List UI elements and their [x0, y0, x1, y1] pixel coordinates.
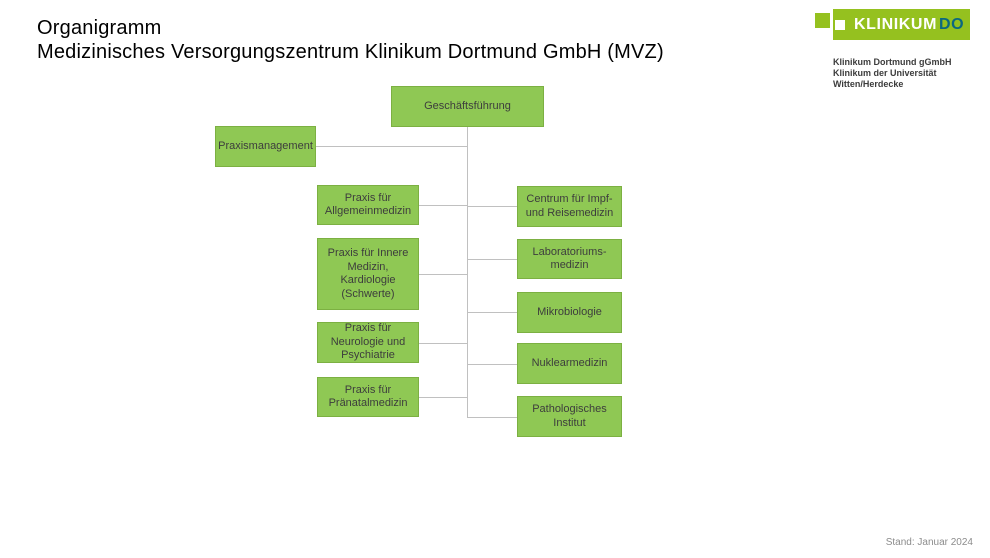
title-line-1: Organigramm [37, 17, 162, 39]
org-box-neurologie-psychiatrie: Praxis für Neurologie und Psychiatrie [317, 322, 419, 363]
connector-praxismanagement [316, 146, 467, 147]
org-box-mikrobiologie: Mikrobiologie [517, 292, 622, 333]
org-box-pathologisches-institut: Pathologisches Institut [517, 396, 622, 437]
connector-neurologie [419, 343, 467, 344]
logo-brand-main: KLINIKUM [854, 15, 938, 33]
logo-brand-suffix: DO [939, 15, 965, 33]
logo-subtitle-line-1: Klinikum Dortmund gGmbH [833, 57, 952, 67]
connector-nuklearmedizin [467, 364, 517, 365]
connector-impf-reisemedizin [467, 206, 517, 207]
connector-laboratoriumsmedizin [467, 259, 517, 260]
connector-mikrobiologie [467, 312, 517, 313]
connector-innere-medizin [419, 274, 467, 275]
status-date: Stand: Januar 2024 [885, 537, 973, 548]
logo-subtitle: Klinikum Dortmund gGmbH Klinikum der Uni… [833, 57, 952, 90]
org-box-impf-reisemedizin: Centrum für Impf- und Reisemedizin [517, 186, 622, 227]
connector-pathologisches-institut [467, 417, 517, 418]
org-box-geschaeftsfuehrung: Geschäftsführung [391, 86, 544, 127]
logo-subtitle-line-2: Klinikum der Universität [833, 68, 937, 78]
org-box-praxismanagement: Praxismanagement [215, 126, 316, 167]
connector-praenatalmedizin [419, 397, 467, 398]
org-box-innere-medizin-kardiologie: Praxis für Innere Medizin, Kardiologie (… [317, 238, 419, 310]
connector-allgemeinmedizin [419, 205, 467, 206]
org-box-praenatalmedizin: Praxis für Pränatalmedizin [317, 377, 419, 417]
logo-square-icon [815, 13, 830, 28]
title-line-2: Medizinisches Versorgungszentrum Kliniku… [37, 41, 664, 63]
org-box-nuklearmedizin: Nuklearmedizin [517, 343, 622, 384]
org-box-laboratoriumsmedizin: Laboratoriums- medizin [517, 239, 622, 279]
logo-notch-icon [835, 20, 845, 30]
logo-subtitle-line-3: Witten/Herdecke [833, 79, 904, 89]
org-box-allgemeinmedizin: Praxis für Allgemeinmedizin [317, 185, 419, 225]
connector-spine [467, 127, 468, 418]
page-title: Organigramm Medizinisches Versorgungszen… [37, 16, 664, 64]
